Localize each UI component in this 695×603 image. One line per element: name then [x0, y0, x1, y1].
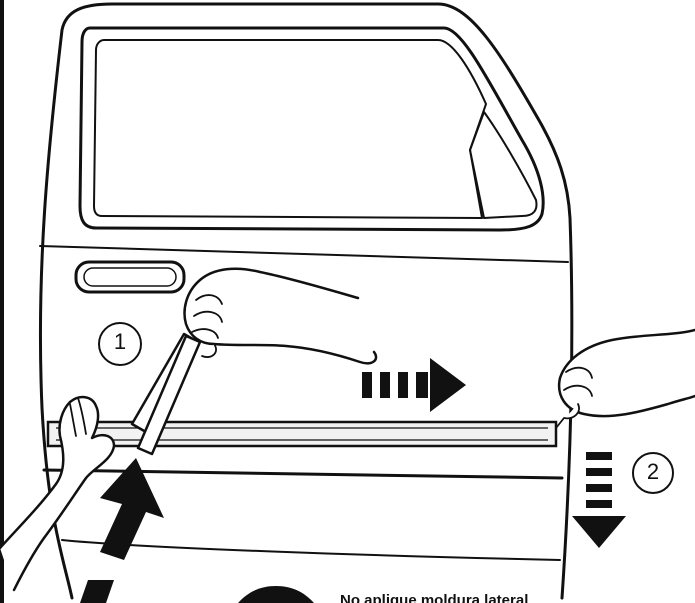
hand-icon-pulling: [185, 269, 377, 364]
vent-window: [470, 112, 536, 218]
window-frame: [80, 28, 543, 230]
hand-icon-right: [556, 330, 695, 428]
arrow-right-icon: [362, 358, 466, 412]
beltline: [40, 246, 568, 262]
arrow-down-icon: [572, 452, 626, 548]
warning-symbol-icon: [238, 586, 314, 603]
step-1-label: 1: [98, 322, 142, 366]
arrow-up-icon: [80, 458, 164, 603]
side-molding-strip: [48, 422, 556, 446]
door-handle: [76, 262, 184, 292]
step-2-label: 2: [632, 452, 674, 494]
window-glass: [94, 40, 486, 218]
warning-text: No aplique moldura lateral: [340, 589, 695, 603]
